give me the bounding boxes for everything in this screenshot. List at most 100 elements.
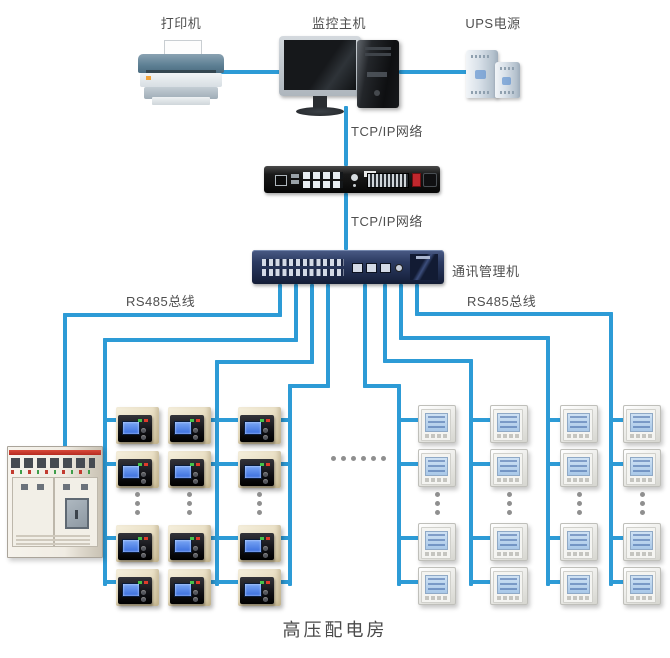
lcd-screen (122, 421, 140, 435)
relay-device (238, 407, 281, 444)
status-led (190, 463, 194, 466)
ellipsis-dot (351, 456, 356, 461)
relay-front-panel (240, 415, 274, 442)
power-meter-device (418, 523, 456, 561)
network-wire (218, 70, 282, 74)
meter-buttons (425, 434, 449, 438)
relay-front-panel (118, 459, 152, 486)
relay-front-panel (170, 577, 204, 604)
meter-buttons (425, 478, 449, 482)
ellipsis-dot (435, 510, 440, 515)
ellipsis-dot (371, 456, 376, 461)
rs485-stub (103, 580, 119, 584)
rs485-wire (363, 284, 367, 388)
relay-device (168, 451, 211, 488)
rs485-stub (609, 536, 626, 540)
uplink-port (366, 263, 377, 273)
meter-buttons (630, 434, 654, 438)
relay-device (116, 407, 159, 444)
lcd-screen (122, 583, 140, 597)
rs485-stub (469, 462, 493, 466)
rs485-stub (397, 462, 421, 466)
rs485-wire (609, 312, 613, 586)
rs485-wire (415, 284, 419, 316)
rs485-label-left: RS485总线 (126, 294, 196, 309)
power-meter-device (490, 405, 528, 443)
status-led (190, 419, 194, 422)
status-led (138, 419, 142, 422)
relay-device (238, 525, 281, 562)
meter-buttons (630, 478, 654, 482)
rs485-stub (207, 536, 219, 540)
ellipsis-dot (435, 492, 440, 497)
ellipsis-dot (577, 501, 582, 506)
rs485-wire (103, 338, 298, 342)
lcd-screen (497, 531, 520, 550)
lcd-screen (244, 421, 262, 435)
meter-buttons (497, 596, 521, 600)
rs485-stub (207, 462, 219, 466)
rs485-stub (546, 462, 563, 466)
power-meter-device (490, 449, 528, 487)
lcd-screen (244, 539, 262, 553)
printer-icon (138, 40, 226, 106)
tcpip-label-top: TCP/IP网络 (351, 124, 423, 139)
tcpip-label-bottom: TCP/IP网络 (351, 214, 423, 229)
status-led (138, 581, 142, 584)
rs485-stub (215, 536, 242, 540)
meter-buttons (497, 478, 521, 482)
ellipsis-dot (257, 492, 262, 497)
ellipsis-dot (257, 510, 262, 515)
ellipsis-dot (135, 501, 140, 506)
rs485-wire (399, 284, 403, 340)
network-wire (399, 70, 468, 74)
computer-tower-icon (357, 40, 399, 108)
monitor-host-label: 监控主机 (311, 16, 366, 31)
power-meter-device (560, 449, 598, 487)
rs485-wire (399, 336, 550, 340)
relay-front-panel (170, 459, 204, 486)
rs485-wire (363, 384, 401, 388)
lcd-screen (630, 531, 653, 550)
rs485-wire (383, 284, 387, 363)
port-row (303, 172, 343, 179)
rs485-stub (609, 462, 626, 466)
lcd-screen (174, 465, 192, 479)
status-led (144, 463, 148, 466)
relay-device (168, 569, 211, 606)
port-row (303, 181, 343, 188)
meter-buttons (630, 596, 654, 600)
status-led (138, 463, 142, 466)
status-led (196, 537, 200, 540)
lcd-screen (497, 413, 520, 432)
relay-device (116, 451, 159, 488)
power-meter-device (418, 405, 456, 443)
relay-device (116, 525, 159, 562)
rs485-stub (397, 418, 421, 422)
lcd-screen (567, 575, 590, 594)
status-led (138, 537, 142, 540)
room-title: 高压配电房 (282, 620, 388, 640)
rs485-stub (609, 418, 626, 422)
lcd-screen (174, 539, 192, 553)
lcd-screen (425, 575, 448, 594)
relay-front-panel (118, 533, 152, 560)
ellipsis-dot (640, 501, 645, 506)
status-led (266, 419, 270, 422)
ellipsis-dot (640, 510, 645, 515)
rs485-stub (609, 580, 626, 584)
meter-buttons (425, 552, 449, 556)
rs485-label-right: RS485总线 (467, 294, 537, 309)
ellipsis-dot (577, 510, 582, 515)
monitor-screen (284, 40, 356, 90)
ups-label: UPS电源 (465, 16, 521, 31)
port-row (262, 269, 344, 276)
meter-buttons (567, 478, 591, 482)
status-led (196, 419, 200, 422)
lcd-screen (630, 575, 653, 594)
comm-manager-icon (252, 250, 444, 284)
rs485-wire (415, 312, 613, 316)
power-meter-device (623, 523, 661, 561)
cabinet-window (65, 498, 89, 529)
